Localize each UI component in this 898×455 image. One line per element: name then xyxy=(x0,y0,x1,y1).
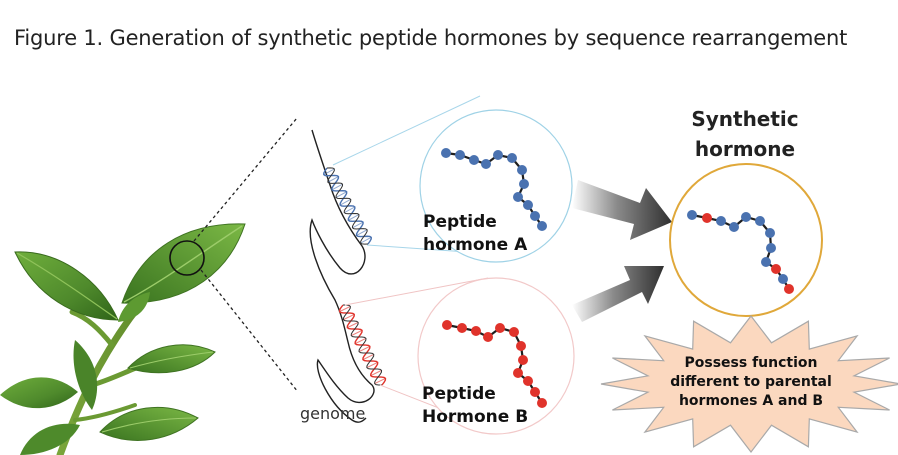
leaf xyxy=(118,292,150,322)
amino-acid-residue xyxy=(455,150,465,160)
base-pair xyxy=(366,361,378,369)
function-burst xyxy=(600,315,898,453)
base-pair xyxy=(370,369,382,377)
plant-stem-branch xyxy=(69,309,115,348)
zoom-line-bottom xyxy=(200,269,299,393)
base-pair xyxy=(344,206,356,214)
base-pair xyxy=(360,236,372,244)
amino-acid-residue xyxy=(518,355,528,365)
amino-acid-residue xyxy=(716,216,726,226)
base-pair xyxy=(358,345,371,353)
amino-acid-residue xyxy=(469,155,479,165)
amino-acid-residue xyxy=(471,326,481,336)
plant-stem-branch xyxy=(73,403,137,422)
synthetic-hormone-circle xyxy=(669,163,823,317)
amino-acid-residue xyxy=(530,211,540,221)
peptide-chain-synthetic xyxy=(687,210,794,294)
amino-acid-residue xyxy=(784,284,794,294)
amino-acid-residue xyxy=(537,398,547,408)
amino-acid-residue xyxy=(523,376,533,386)
amino-acid-residue xyxy=(702,213,712,223)
amino-acid-residue xyxy=(729,222,739,232)
base-pair xyxy=(339,198,351,206)
dna-helix-a xyxy=(323,167,372,245)
base-pair xyxy=(362,353,374,361)
zoom-line-top xyxy=(193,117,298,242)
base-pair xyxy=(339,305,351,313)
base-pair xyxy=(351,329,363,337)
leaf xyxy=(14,251,119,321)
peptide-chain-a xyxy=(441,148,547,231)
helix-strand xyxy=(342,304,383,386)
amino-acid-residue xyxy=(483,332,493,342)
base-pair xyxy=(323,168,335,176)
amino-acid-residue xyxy=(778,274,788,284)
amino-acid-residue xyxy=(766,243,776,253)
leaf-vein xyxy=(123,225,243,303)
amino-acid-residue xyxy=(537,221,547,231)
leaf-vein xyxy=(101,417,197,433)
arrow-b-to-synthetic xyxy=(572,266,664,322)
amino-acid-residue xyxy=(517,165,527,175)
synthetic-label-line1: Synthetic xyxy=(691,107,798,131)
amino-acid-residue xyxy=(509,327,519,337)
leaf-vein xyxy=(129,351,214,369)
amino-acid-residue xyxy=(519,179,529,189)
amino-acid-residue xyxy=(441,148,451,158)
base-pair xyxy=(335,191,347,198)
base-pair xyxy=(327,176,339,183)
burst-text-line3: hormones A and B xyxy=(679,393,823,409)
burst-text-line2: different to parental xyxy=(670,374,832,390)
genome-strand xyxy=(309,129,375,423)
helix-strand xyxy=(326,167,369,245)
amino-acid-residue xyxy=(516,341,526,351)
amino-acid-residue xyxy=(530,387,540,397)
genome-label: genome xyxy=(300,404,365,423)
amino-acid-residue xyxy=(495,323,505,333)
amino-acid-residue xyxy=(481,159,491,169)
peptide-a-label-line2: hormone A xyxy=(423,235,528,255)
connector-b-top xyxy=(344,277,489,306)
base-pair xyxy=(352,221,364,229)
burst-text-line1: Possess function xyxy=(685,355,818,371)
synthetic-label-line2: hormone xyxy=(695,137,795,161)
peptide-b-label-line1: Peptide xyxy=(422,384,496,404)
amino-acid-residue xyxy=(761,257,771,267)
peptide-chain-b xyxy=(442,320,547,408)
base-pair xyxy=(356,229,368,236)
leaf-vein xyxy=(16,252,118,320)
leaf xyxy=(99,406,199,441)
base-pair xyxy=(348,214,360,221)
peptide-a-circle xyxy=(419,109,573,263)
amino-acid-residue xyxy=(687,210,697,220)
base-pair xyxy=(374,377,386,385)
base-pair xyxy=(331,183,343,191)
plant-illustration xyxy=(0,223,246,455)
base-pair xyxy=(354,337,367,345)
amino-acid-residue xyxy=(513,192,523,202)
peptide-a-label-line1: Peptide xyxy=(423,212,497,232)
zoom-circle xyxy=(169,240,205,276)
dna-helix-b xyxy=(338,304,387,386)
base-pair xyxy=(347,321,359,329)
leaf xyxy=(20,423,80,455)
amino-acid-residue xyxy=(457,323,467,333)
amino-acid-residue xyxy=(755,216,765,226)
arrow-a-to-synthetic xyxy=(572,180,672,240)
amino-acid-residue xyxy=(523,200,533,210)
leaf xyxy=(0,377,78,409)
amino-acid-residue xyxy=(442,320,452,330)
base-pair xyxy=(343,313,355,321)
figure-title: Figure 1. Generation of synthetic peptid… xyxy=(14,26,848,50)
peptide-b-label-line2: Hormone B xyxy=(422,407,528,427)
amino-acid-residue xyxy=(513,368,523,378)
leaf xyxy=(73,340,98,410)
connector-a-top xyxy=(332,95,481,166)
amino-acid-residue xyxy=(493,150,503,160)
amino-acid-residue xyxy=(771,264,781,274)
amino-acid-residue xyxy=(741,212,751,222)
amino-acid-residue xyxy=(765,228,775,238)
amino-acid-residue xyxy=(507,153,517,163)
